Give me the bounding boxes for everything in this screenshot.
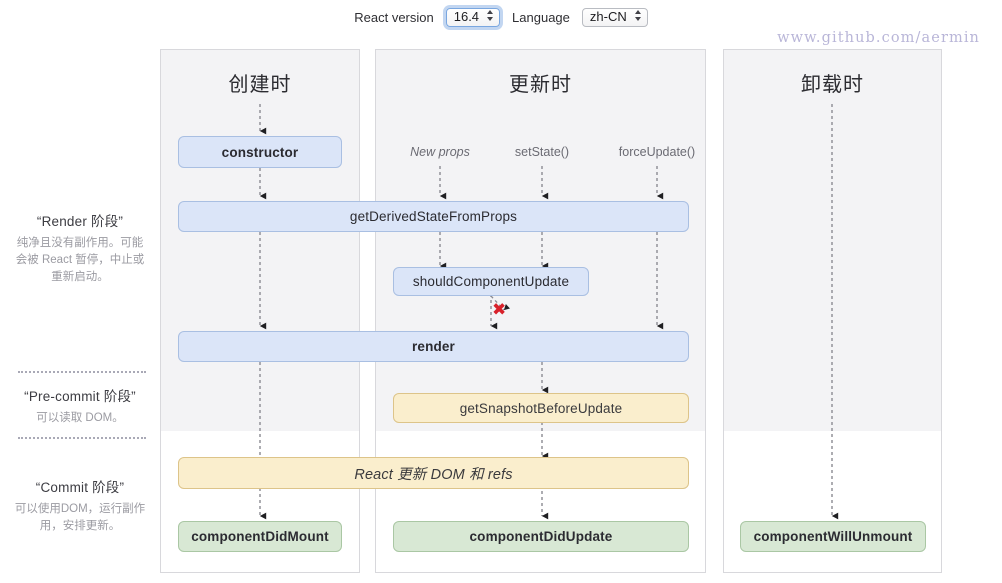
phase-title-render: “Render 阶段” [36,214,124,229]
trigger-new-props: New props [410,145,470,159]
language-select[interactable]: zh-CN [581,7,648,27]
react-version-value: 16.4 [453,9,480,24]
phase-divider-1 [18,371,146,373]
column-title-mounting: 创建时 [228,74,292,96]
phase-divider-2 [18,437,146,439]
react-version-label: React version [354,9,434,25]
language-label: Language [512,9,570,25]
trigger-set-state: setState() [514,145,570,159]
node-component-will-unmount[interactable]: componentWillUnmount [740,521,926,552]
phase-desc-precommit: 可以读取 DOM。 [36,412,124,424]
column-title-unmounting: 卸载时 [801,74,864,96]
phase-title-precommit: “Pre-commit 阶段” [24,389,136,404]
phase-desc-render: 纯净且没有副作用。可能会被 React 暂停，中止或重新启动。 [15,237,145,283]
skip-update-x-icon: ✖ [492,300,507,320]
column-mounting [160,49,360,573]
node-react-updates-dom[interactable]: React 更新 DOM 和 refs [178,457,689,489]
column-title-updating: 更新时 [509,74,572,96]
node-get-snapshot-before-update[interactable]: getSnapshotBeforeUpdate [393,393,689,423]
language-value: zh-CN [589,9,627,24]
phase-legend-render: “Render 阶段” 纯净且没有副作用。可能会被 React 暂停，中止或重新… [0,210,160,286]
column-unmounting [723,49,942,573]
phase-title-commit: “Commit 阶段” [35,480,125,495]
node-component-did-mount[interactable]: componentDidMount [178,521,342,552]
column-updating [375,49,706,573]
toolbar: React version 16.4 Language zh-CN [0,0,1002,34]
node-render[interactable]: render [178,331,689,362]
phase-legend-commit: “Commit 阶段” 可以使用DOM，运行副作用，安排更新。 [0,476,160,535]
watermark: www.github.com/aermin [777,30,980,46]
node-component-did-update[interactable]: componentDidUpdate [393,521,689,552]
phase-desc-commit: 可以使用DOM，运行副作用，安排更新。 [14,503,146,532]
stepper-arrows-icon[interactable] [486,9,494,22]
react-version-select[interactable]: 16.4 [445,7,501,27]
node-should-component-update[interactable]: shouldComponentUpdate [393,267,589,296]
node-get-derived-state-from-props[interactable]: getDerivedStateFromProps [178,201,689,232]
stepper-arrows-icon-2[interactable] [634,9,642,22]
node-constructor[interactable]: constructor [178,136,342,168]
trigger-force-update: forceUpdate() [618,145,696,159]
phase-legend-precommit: “Pre-commit 阶段” 可以读取 DOM。 [0,385,160,427]
